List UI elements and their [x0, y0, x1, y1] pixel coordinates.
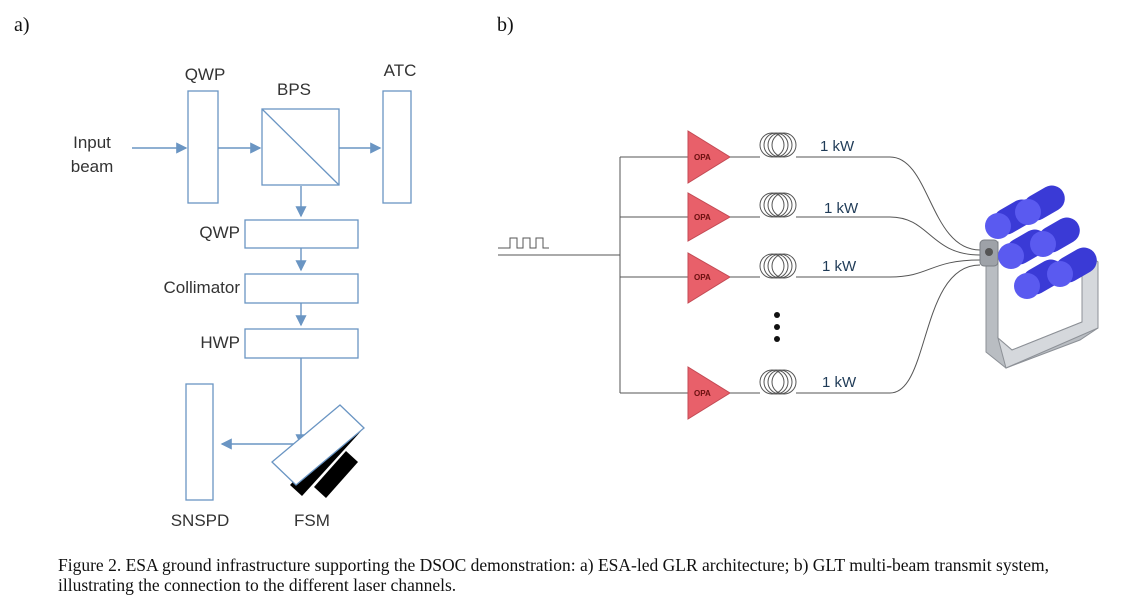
fsm-mirror [271, 404, 365, 498]
qwp-top-plate [187, 90, 219, 204]
fiber-coil-1-icon [759, 132, 797, 158]
collimator-plate [244, 273, 359, 304]
panel-label-b: b) [497, 14, 514, 36]
bps-label: BPS [277, 80, 311, 99]
power-label-1: 1 kW [820, 138, 855, 155]
diagram-a: Input beam QWP BPS ATC QWP Collimator HW… [71, 61, 417, 530]
hwp-plate [244, 328, 359, 359]
opa-amplifier-2 [687, 192, 732, 242]
opa-label-1: OPA [694, 153, 711, 162]
qwp-plate [244, 219, 359, 249]
opa-amplifier-1 [687, 130, 731, 184]
qwp-top-label: QWP [185, 65, 226, 84]
panel-label-a: a) [14, 14, 30, 36]
opa-label-3: OPA [694, 273, 711, 282]
channel-3: OPA 1 kW [687, 252, 981, 304]
opa-label-4: OPA [694, 389, 711, 398]
input-beam-label-line1: Input [73, 133, 111, 152]
channel-1: OPA 1 kW [687, 130, 981, 251]
power-label-3: 1 kW [822, 258, 857, 275]
diagram-b: OPA 1 kW OPA 1 kW OPA [498, 130, 1099, 420]
atc-label: ATC [384, 61, 417, 80]
fiber-coil-4-icon [759, 369, 797, 395]
opa-label-2: OPA [694, 213, 711, 222]
atc-plate [382, 90, 412, 204]
bps-diagonal [261, 108, 340, 186]
fiber-coil-2-icon [759, 192, 797, 218]
figure-caption: Figure 2. ESA ground infrastructure supp… [58, 555, 1050, 595]
qwp-label: QWP [199, 223, 240, 242]
hwp-label: HWP [200, 333, 240, 352]
telescope-array-icon [985, 185, 1097, 299]
power-label-2: 1 kW [824, 200, 859, 217]
opa-amplifier-4 [687, 366, 731, 420]
input-beam-label-line2: beam [71, 157, 114, 176]
more-channels-ellipsis-icon [774, 312, 780, 342]
power-label-4: 1 kW [822, 374, 857, 391]
channel-2: OPA 1 kW [687, 192, 981, 256]
channel-4: OPA 1 kW [687, 264, 981, 420]
collimator-label: Collimator [163, 278, 240, 297]
pulse-signal-icon [498, 237, 549, 249]
snspd-label: SNSPD [171, 511, 230, 530]
fiber-coil-3-icon [759, 253, 797, 279]
snspd-detector [185, 383, 214, 501]
opa-amplifier-3 [687, 252, 731, 304]
fsm-label: FSM [294, 511, 330, 530]
